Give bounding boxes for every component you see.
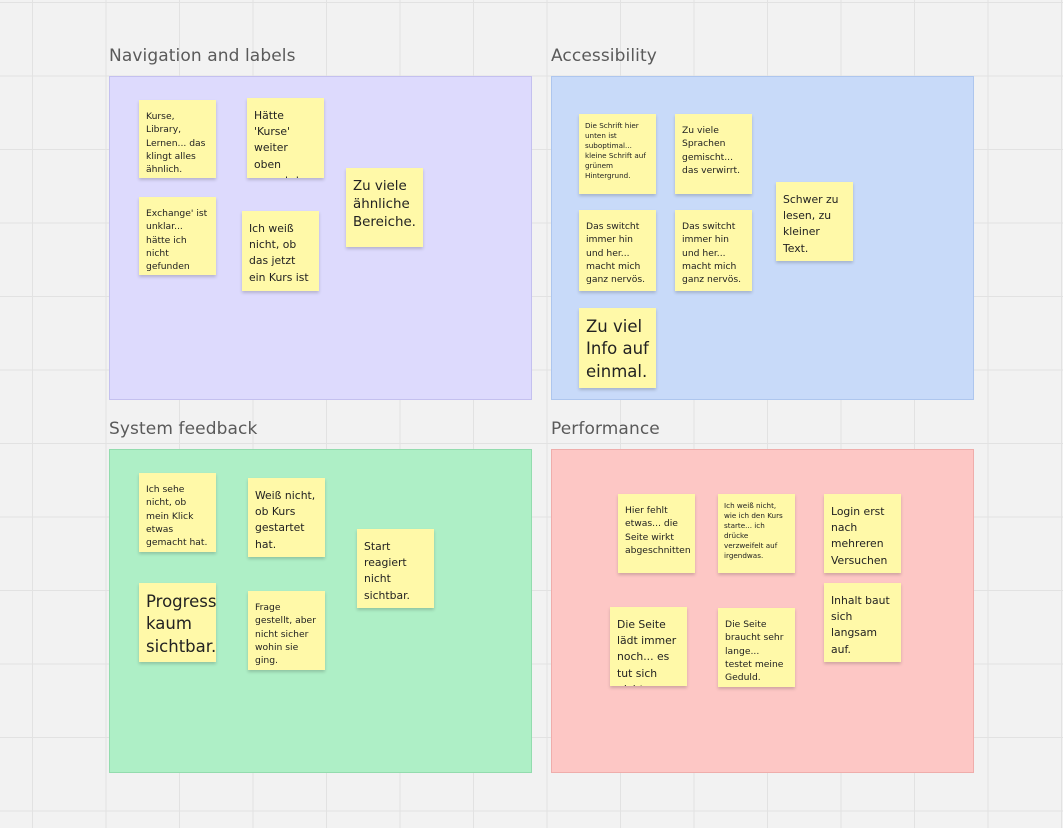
sticky-note[interactable]: Login erst nach mehreren Versuchen <box>824 494 901 573</box>
sticky-note[interactable]: Schwer zu lesen, zu kleiner Text. <box>776 182 853 261</box>
sticky-note[interactable]: Die Seite lädt immer noch... es tut sich… <box>610 607 687 686</box>
frame-title-navigation: Navigation and labels <box>109 46 296 66</box>
sticky-note[interactable]: Zu viel Info auf einmal. <box>579 308 656 388</box>
sticky-note[interactable]: Das switcht immer hin und her... macht m… <box>675 210 752 291</box>
sticky-note[interactable]: Zu viele ähnliche Bereiche. <box>346 168 423 247</box>
sticky-note[interactable]: Hätte 'Kurse' weiter oben erwartet. <box>247 98 324 178</box>
sticky-note[interactable]: Die Seite braucht sehr lange... testet m… <box>718 608 795 687</box>
sticky-note[interactable]: Das switcht immer hin und her... macht m… <box>579 210 656 291</box>
frame-title-system-feedback: System feedback <box>109 419 258 439</box>
sticky-note[interactable]: Ich sehe nicht, ob mein Klick etwas gema… <box>139 473 216 552</box>
sticky-note[interactable]: Kurse, Library, Lernen... das klingt all… <box>139 100 216 178</box>
sticky-note[interactable]: Zu viele Sprachen gemischt... das verwir… <box>675 114 752 194</box>
sticky-note[interactable]: Exchange' ist unklar... hätte ich nicht … <box>139 197 216 275</box>
sticky-note[interactable]: Ich weiß nicht, wie ich den Kurs starte.… <box>718 494 795 573</box>
sticky-note[interactable]: Hier fehlt etwas... die Seite wirkt abge… <box>618 494 695 573</box>
sticky-note[interactable]: Start reagiert nicht sichtbar. <box>357 529 434 608</box>
sticky-note[interactable]: Die Schrift hier unten ist suboptimal...… <box>579 114 656 194</box>
frame-title-accessibility: Accessibility <box>551 46 657 66</box>
sticky-note[interactable]: Inhalt baut sich langsam auf. <box>824 583 901 662</box>
frame-title-performance: Performance <box>551 419 660 439</box>
sticky-note[interactable]: Progress kaum sichtbar. <box>139 583 216 662</box>
sticky-note[interactable]: Ich weiß nicht, ob das jetzt ein Kurs is… <box>242 211 319 291</box>
sticky-note[interactable]: Weiß nicht, ob Kurs gestartet hat. <box>248 478 325 557</box>
sticky-note[interactable]: Frage gestellt, aber nicht sicher wohin … <box>248 591 325 670</box>
